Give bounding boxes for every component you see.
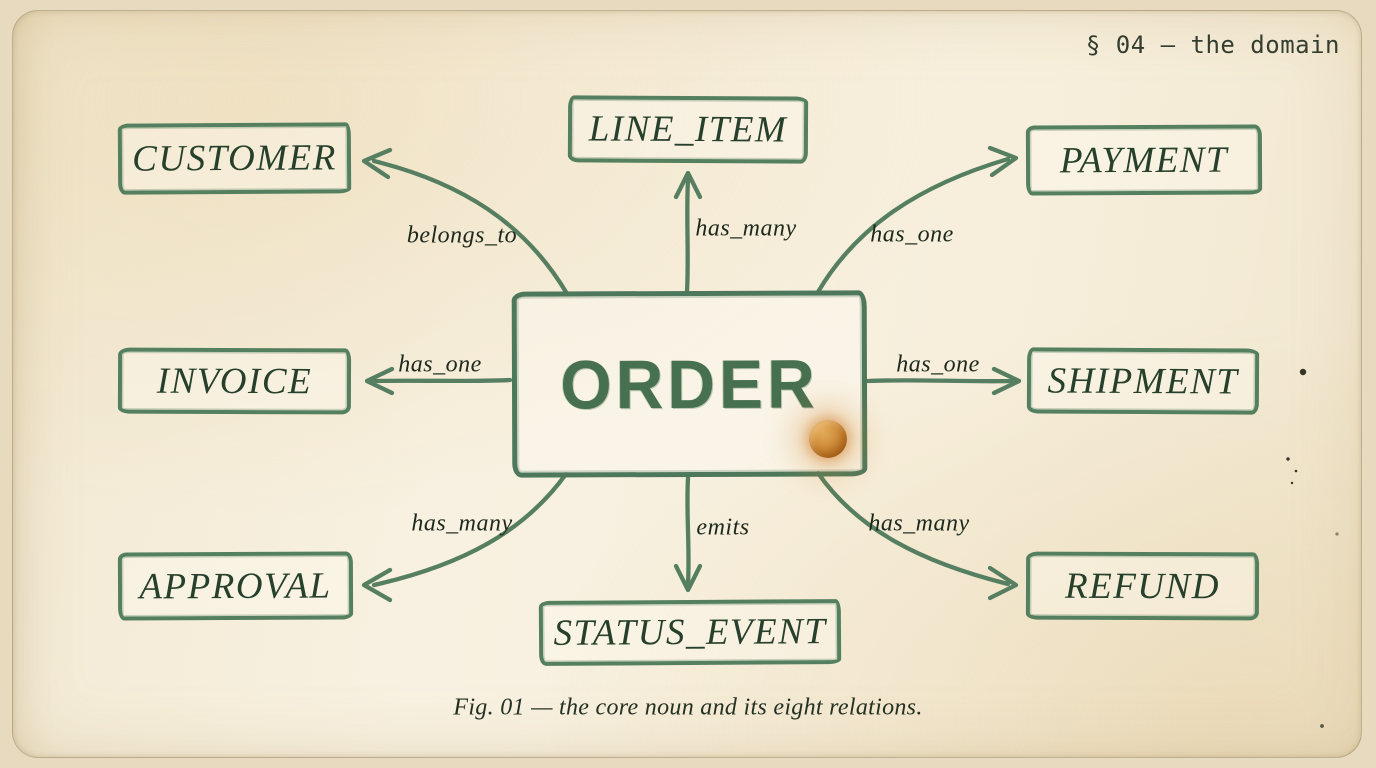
relation-label-has-one-top-right: has_one bbox=[870, 221, 954, 248]
arrowhead-customer bbox=[361, 147, 393, 180]
arrow-order-line-item bbox=[684, 177, 691, 294]
arrowhead-status-event bbox=[673, 563, 703, 593]
relation-label-has-many-bottom-left: has_many bbox=[411, 510, 513, 537]
entity-label-status-event: STATUS_EVENT bbox=[553, 611, 827, 654]
entity-label-customer: CUSTOMER bbox=[132, 137, 337, 180]
arrowhead-invoice bbox=[364, 366, 395, 396]
entity-box-invoice: INVOICE bbox=[117, 347, 352, 415]
entity-label-invoice: INVOICE bbox=[156, 360, 313, 402]
relation-label-has-many-top: has_many bbox=[695, 215, 797, 242]
relation-label-emits: emits bbox=[696, 514, 750, 541]
entity-box-line-item: LINE_ITEM bbox=[567, 95, 809, 164]
entity-label-shipment: SHIPMENT bbox=[1047, 360, 1239, 402]
entity-label-payment: PAYMENT bbox=[1059, 139, 1229, 181]
entity-label-approval: APPROVAL bbox=[139, 565, 332, 607]
arrowhead-shipment bbox=[991, 366, 1022, 396]
arrow-order-shipment bbox=[865, 378, 1015, 384]
section-heading: § 04 — the domain bbox=[1085, 31, 1340, 59]
relation-label-belongs-to: belongs_to bbox=[406, 222, 518, 249]
entity-label-order: ORDER bbox=[560, 345, 819, 423]
entity-label-refund: REFUND bbox=[1064, 565, 1221, 607]
arrowhead-approval bbox=[361, 567, 393, 603]
orange-marker-dot bbox=[809, 420, 847, 458]
relation-label-has-one-left: has_one bbox=[398, 351, 482, 378]
arrow-order-status-event bbox=[685, 475, 691, 586]
entity-box-customer: CUSTOMER bbox=[117, 122, 352, 195]
arrowhead-refund bbox=[987, 565, 1019, 601]
arrow-order-invoice bbox=[371, 377, 513, 384]
arrowhead-payment bbox=[987, 145, 1019, 178]
entity-box-shipment: SHIPMENT bbox=[1026, 347, 1260, 415]
entity-label-line-item: LINE_ITEM bbox=[588, 108, 788, 151]
entity-box-status-event: STATUS_EVENT bbox=[538, 599, 842, 666]
relation-label-has-many-bottom-right: has_many bbox=[868, 510, 970, 537]
relation-label-has-one-right: has_one bbox=[896, 351, 980, 378]
entity-box-refund: REFUND bbox=[1025, 551, 1260, 621]
entity-box-approval: APPROVAL bbox=[117, 551, 354, 621]
arrowhead-line-item bbox=[673, 170, 703, 200]
paper-specks bbox=[1286, 368, 1339, 728]
entity-box-payment: PAYMENT bbox=[1025, 124, 1263, 196]
figure-caption: Fig. 01 — the core noun and its eight re… bbox=[453, 694, 923, 721]
